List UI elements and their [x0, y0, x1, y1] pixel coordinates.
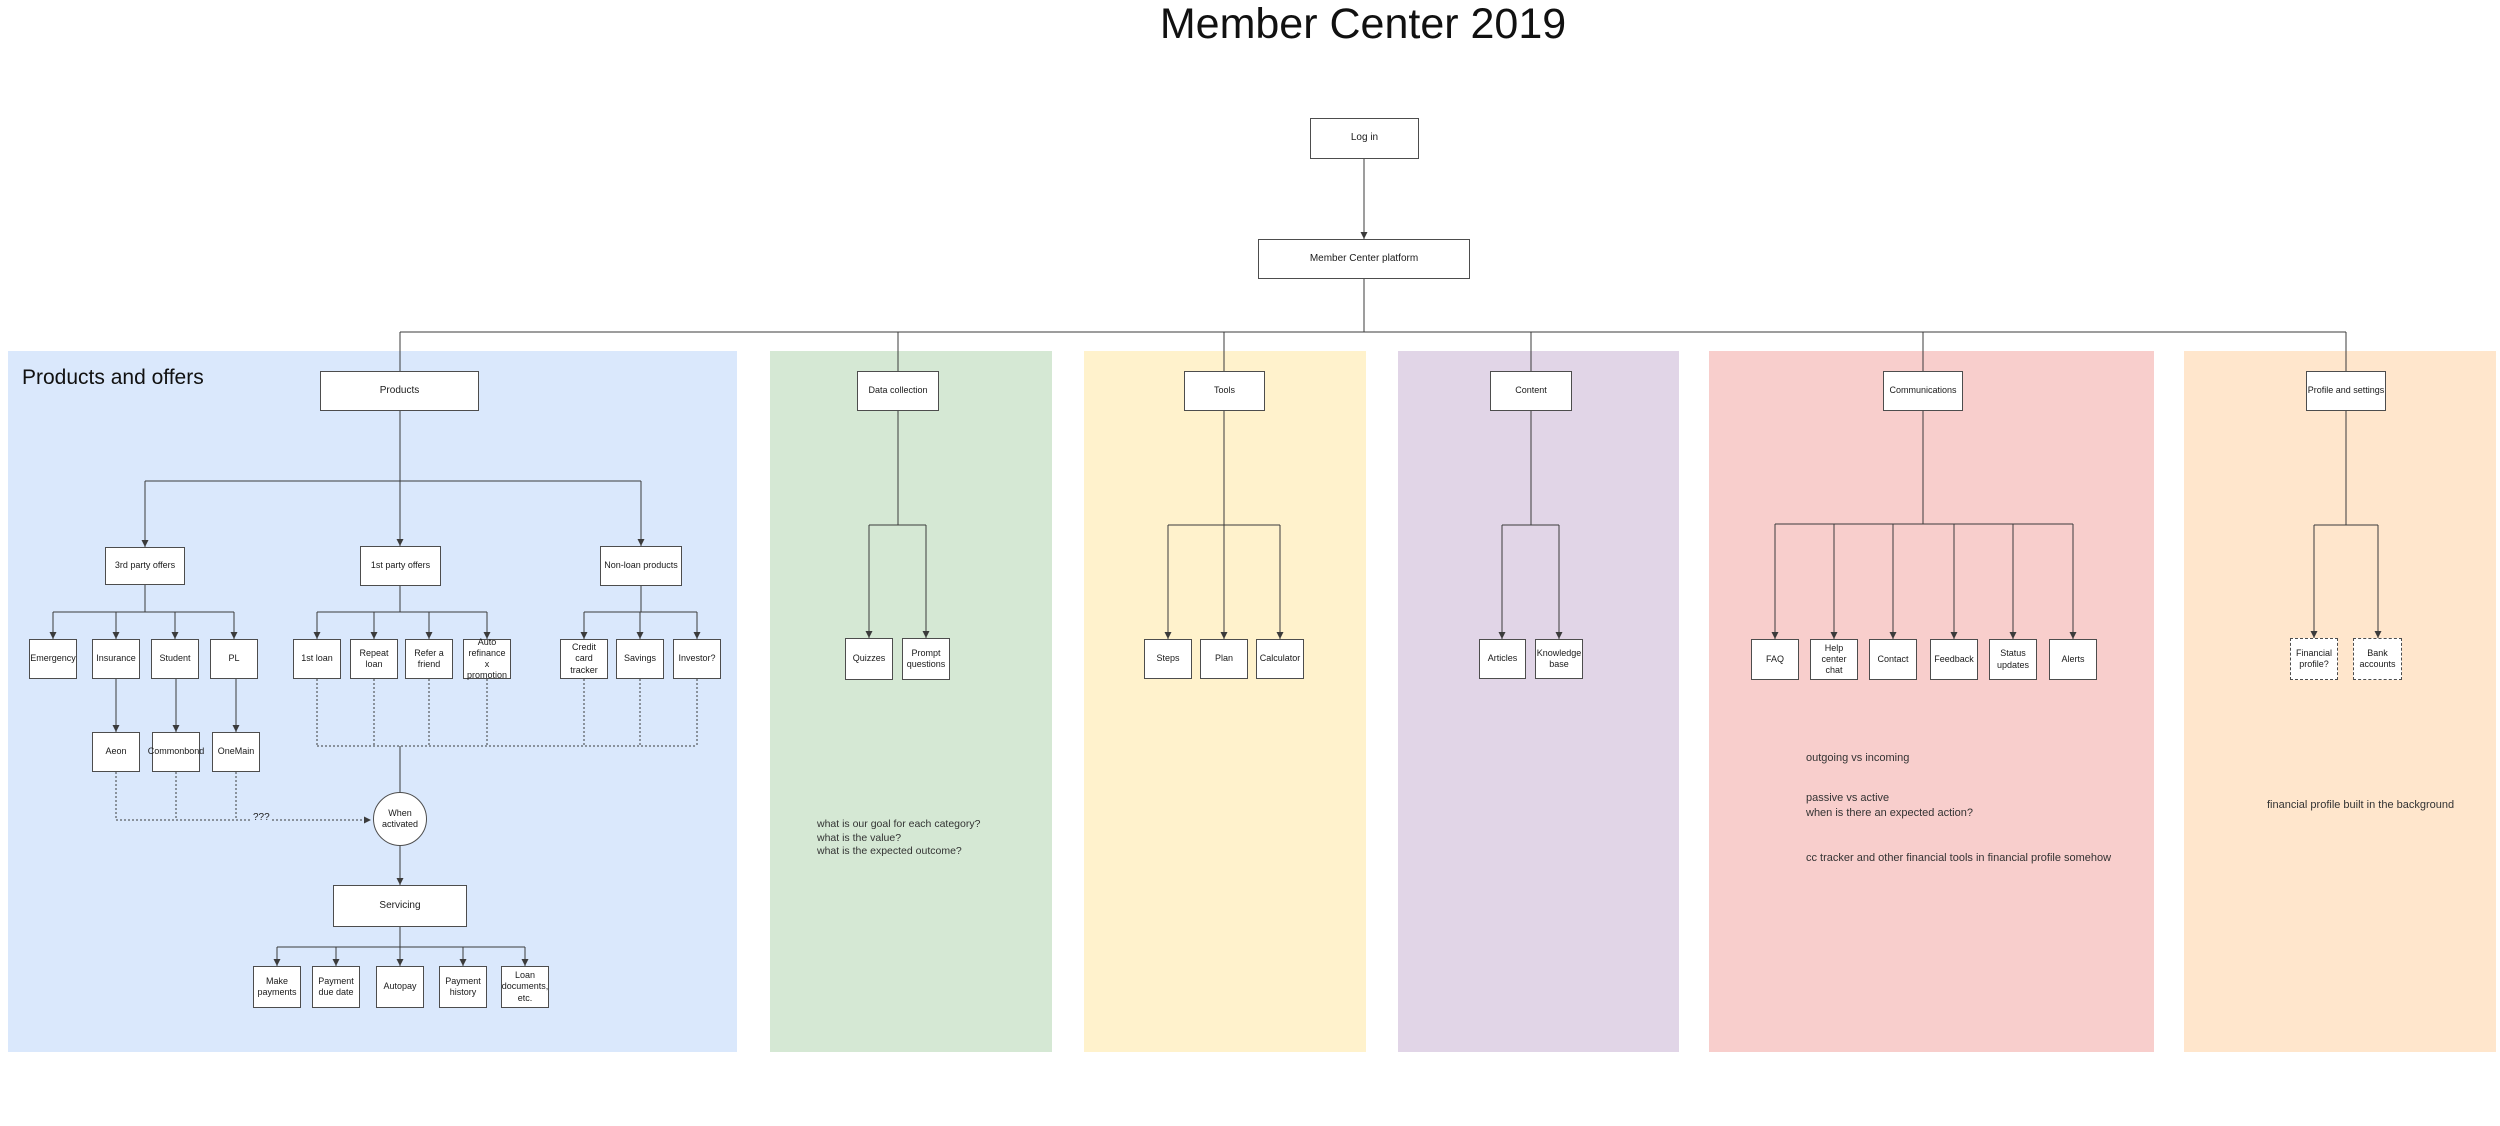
- node-communications: Communications: [1883, 371, 1963, 411]
- node-steps: Steps: [1144, 639, 1192, 679]
- node-1st-party-offers: 1st party offers: [360, 546, 441, 586]
- section-data-collection: [770, 351, 1052, 1052]
- page-title: Member Center 2019: [1159, 0, 1567, 48]
- node-investor: Investor?: [673, 639, 721, 679]
- node-financial-profile: Financial profile?: [2290, 638, 2338, 680]
- node-non-loan-products: Non-loan products: [600, 546, 682, 586]
- note-cc-tracker: cc tracker and other financial tools in …: [1806, 852, 2112, 864]
- note-line: what is the value?: [817, 831, 902, 844]
- node-student: Student: [151, 639, 199, 679]
- gate-question-label: ???: [251, 812, 272, 823]
- note-line: what is our goal for each category?: [817, 818, 981, 830]
- node-repeat-loan: Repeat loan: [350, 639, 398, 679]
- node-contact: Contact: [1869, 639, 1917, 680]
- node-pl: PL: [210, 639, 258, 679]
- node-calculator: Calculator: [1256, 639, 1304, 679]
- node-onemain: OneMain: [212, 732, 260, 772]
- node-alerts: Alerts: [2049, 639, 2097, 680]
- section-profile-settings: [2184, 351, 2496, 1052]
- section-label-products-and-offers: Products and offers: [22, 366, 204, 389]
- node-servicing: Servicing: [333, 885, 467, 927]
- arrow-connectors: [49, 159, 2382, 966]
- solid-connectors: [53, 279, 2378, 948]
- node-content: Content: [1490, 371, 1572, 411]
- node-aeon: Aeon: [92, 732, 140, 772]
- node-status-updates: Status updates: [1989, 639, 2037, 680]
- node-payment-due-date: Payment due date: [312, 966, 360, 1008]
- note-data-collection: what is our goal for each category? what…: [817, 818, 980, 859]
- node-3rd-party-offers: 3rd party offers: [105, 547, 185, 585]
- note-line: passive vs active: [1806, 792, 1890, 804]
- section-tools: [1084, 351, 1366, 1052]
- node-loan-documents: Loan documents, etc.: [501, 966, 549, 1008]
- section-products-and-offers: [8, 351, 737, 1052]
- node-1st-loan: 1st loan: [293, 639, 341, 679]
- node-member-center-platform: Member Center platform: [1258, 239, 1470, 279]
- node-auto-refinance-x-promotion: Auto refinance x promotion: [463, 637, 511, 680]
- node-when-activated: When activated: [373, 792, 427, 846]
- dotted-connectors: [115, 679, 698, 824]
- node-help-center-chat: Help center chat: [1810, 639, 1858, 680]
- note-line: what is the expected outcome?: [817, 845, 962, 857]
- section-communications: [1709, 351, 2154, 1052]
- node-products: Products: [320, 371, 479, 411]
- node-profile-and-settings: Profile and settings: [2306, 371, 2386, 411]
- note-outgoing-incoming: outgoing vs incoming: [1806, 752, 1910, 764]
- node-commonbond: Commonbond: [148, 732, 204, 772]
- node-savings: Savings: [616, 639, 664, 679]
- node-knowledge-base: Knowledge base: [1535, 639, 1583, 679]
- node-articles: Articles: [1479, 639, 1526, 679]
- node-refer-a-friend: Refer a friend: [405, 639, 453, 679]
- node-make-payments: Make payments: [253, 966, 301, 1008]
- note-line: when is there an expected action?: [1806, 806, 1973, 819]
- section-content: [1398, 351, 1679, 1052]
- node-log-in: Log in: [1310, 118, 1419, 159]
- node-tools: Tools: [1184, 371, 1265, 411]
- node-credit-card-tracker: Credit card tracker: [560, 639, 608, 679]
- node-feedback: Feedback: [1930, 639, 1978, 680]
- node-data-collection: Data collection: [857, 371, 939, 411]
- node-faq: FAQ: [1751, 639, 1799, 680]
- node-autopay: Autopay: [376, 966, 424, 1008]
- node-emergency: Emergency: [29, 639, 77, 679]
- node-plan: Plan: [1200, 639, 1248, 679]
- note-passive-active: passive vs active when is there an expec…: [1806, 791, 1973, 820]
- node-payment-history: Payment history: [439, 966, 487, 1008]
- note-financial-profile-background: financial profile built in the backgroun…: [2267, 799, 2455, 811]
- node-bank-accounts: Bank accounts: [2353, 638, 2402, 680]
- node-quizzes: Quizzes: [845, 638, 893, 680]
- node-insurance: Insurance: [92, 639, 140, 679]
- node-prompt-questions: Prompt questions: [902, 638, 950, 680]
